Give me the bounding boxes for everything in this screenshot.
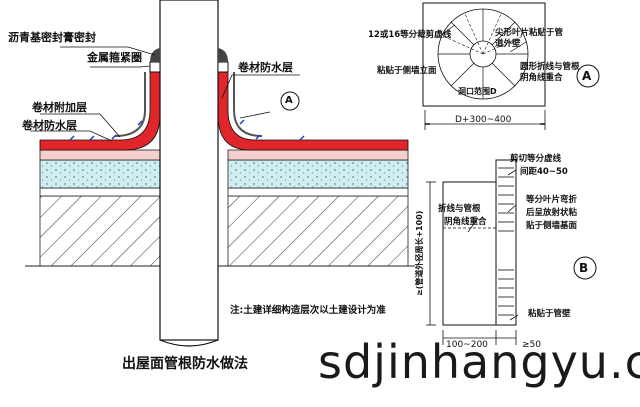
label-tips-attach: 尖形叶片粘贴于管道外壁 — [495, 28, 564, 49]
structural-slab-right — [227, 195, 409, 267]
label-dim-bottom-right: ≥50 — [522, 340, 541, 350]
marker-a-left-circle — [280, 91, 300, 111]
screed-layer-right — [227, 187, 409, 197]
marker-b-circle — [573, 256, 597, 280]
membrane-upturn — [39, 69, 409, 151]
protective-layer-right — [227, 149, 409, 161]
label-metal-hoop: 金属箍紧圈 — [87, 51, 142, 64]
screed-layer-left — [39, 187, 161, 197]
construction-note: 注:土建详细构造层次以土建设计为准 — [230, 305, 386, 316]
label-membrane-additional: 卷材附加层 — [32, 101, 87, 114]
metal-hoop-right — [217, 61, 229, 73]
marker-b-text: B — [579, 261, 589, 275]
label-membrane-top-right: 卷材防水层 — [238, 61, 293, 74]
label-spacing: 间距40~50 — [520, 167, 568, 177]
label-leaf-fold-2: 后呈放射状粘 — [526, 208, 578, 218]
protective-layer-left — [39, 149, 161, 161]
detail-b-drawing — [426, 159, 519, 345]
metal-hoop-left — [149, 61, 161, 73]
marker-a-left-text: A — [285, 95, 293, 106]
label-fold-coincide-1: 折线与管根 — [438, 204, 481, 214]
label-divisions: 12或16等分裁剪虚线 — [368, 30, 452, 40]
marker-a-detail-circle — [576, 64, 600, 88]
label-leaf-fold-3: 贴于侧墙基面 — [526, 221, 578, 231]
label-fold-coincide-2: 阴角线重合 — [444, 217, 487, 227]
label-width-dim: D+300~400 — [455, 115, 512, 125]
label-fold-line: 圆形折线与管根阴角线重合 — [520, 62, 580, 83]
label-cut-lines: 剪切等分虚线 — [510, 154, 562, 164]
sealant-right — [218, 48, 228, 62]
structural-slab-left — [39, 195, 161, 267]
label-membrane-left: 卷材防水层 — [22, 119, 77, 132]
watermark: sdjinhangyu.c — [318, 335, 640, 389]
marker-a-detail-text: A — [582, 69, 592, 83]
label-asphalt-sealant: 沥青基密封膏密封 — [8, 31, 96, 44]
roof-section — [25, 140, 415, 267]
leader-lines — [30, 46, 300, 142]
label-dim-bottom-left: 100~200 — [446, 340, 488, 350]
detail-a-drawing — [422, 2, 546, 130]
label-side-wall: 粘贴于侧墙立面 — [377, 66, 437, 76]
label-vertical-dim: ≥(管道外径周长+100) — [415, 210, 424, 296]
label-attach-pipe: 粘贴于管壁 — [528, 309, 571, 319]
label-leaf-fold-1: 等分叶片弯折 — [526, 195, 578, 205]
label-hole-dia: 洞口范围D — [458, 87, 497, 96]
pipe — [159, 0, 219, 347]
diagram-title: 出屋面管根防水做法 — [122, 356, 248, 372]
